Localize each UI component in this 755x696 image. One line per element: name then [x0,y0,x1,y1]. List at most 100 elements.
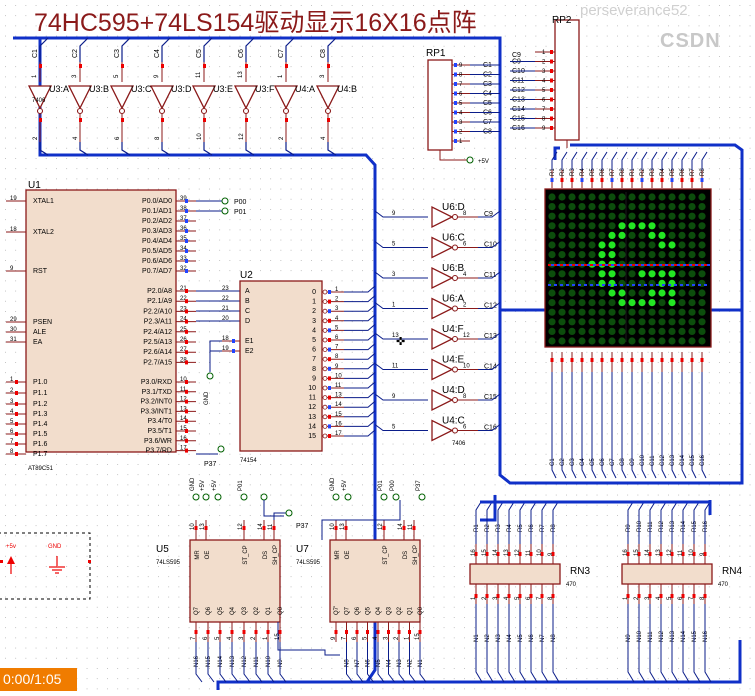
grid-dot [260,178,261,180]
grid-dot [525,351,527,353]
grid-dot [341,45,343,47]
grid-dot [708,107,710,108]
grid-dot [739,249,741,251]
grid-dot [688,443,690,445]
grid-dot [209,219,210,221]
grid-dot [515,260,516,261]
grid-dot [729,107,731,108]
grid-dot [647,372,649,374]
grid-dot [708,382,710,384]
grid-dot [188,76,190,78]
grid-dot [239,209,241,210]
grid-dot [331,270,333,272]
grid-dot [402,35,404,37]
grid-dot [504,372,506,374]
grid-dot [76,25,78,27]
grid-dot [341,290,343,292]
grid-dot [341,341,343,343]
grid-dot [433,158,435,159]
grid-dot [484,688,486,690]
grid-dot [515,617,516,618]
grid-dot [198,239,200,241]
grid-dot [647,127,649,129]
grid-dot [504,515,506,516]
grid-dot [708,637,710,639]
grid-dot [45,96,47,98]
grid-dot [127,668,129,669]
grid-dot [729,35,731,37]
grid-dot [331,25,333,27]
grid-dot [719,402,720,404]
grid-dot [464,147,465,149]
grid-dot [35,76,37,78]
grid-dot [576,464,578,465]
grid-dot [678,647,680,649]
grid-dot [300,117,302,119]
grid-dot [198,168,200,170]
grid-dot [402,535,404,537]
grid-dot [311,576,312,578]
grid-dot [535,688,537,690]
grid-dot [341,627,343,629]
grid-dot [586,56,588,57]
grid-dot [5,423,6,425]
grid-dot [668,678,669,680]
grid-dot [25,147,27,149]
grid-dot [596,464,598,465]
grid-dot [504,535,506,537]
grid-dot [413,117,414,119]
grid-dot [433,25,435,27]
grid-dot [270,535,272,537]
grid-dot [300,107,302,108]
grid-dot [178,657,180,659]
grid-dot [321,596,323,598]
grid-dot [719,5,720,6]
grid-dot [188,596,190,598]
grid-dot [392,35,394,37]
grid-dot [188,96,190,98]
grid-dot [5,25,6,27]
grid-dot [678,127,680,129]
grid-dot [627,96,629,98]
grid-dot [402,178,404,180]
grid-dot [209,35,210,37]
grid-dot [739,535,741,537]
grid-dot [341,147,343,149]
grid-dot [566,372,567,374]
grid-dot [474,260,476,261]
grid-dot [586,45,588,47]
grid-dot [688,494,690,496]
grid-dot [504,555,506,557]
grid-dot [668,647,669,649]
grid-dot [719,586,720,588]
grid-dot [229,484,231,486]
grid-dot [586,515,588,516]
grid-dot [127,515,129,516]
grid-dot [637,351,639,353]
grid-dot [56,535,57,537]
grid-dot [147,688,149,690]
grid-dot [158,158,159,159]
grid-dot [688,15,690,17]
grid-dot [402,331,404,333]
grid-dot [413,168,414,170]
grid-dot [147,545,149,547]
grid-dot [688,402,690,404]
grid-dot [372,56,374,57]
grid-dot [249,494,251,496]
grid-dot [484,229,486,231]
grid-dot [413,260,414,261]
grid-dot [484,158,486,159]
grid-dot [280,249,282,251]
grid-dot [158,127,159,129]
grid-dot [739,515,741,516]
grid-dot [637,117,639,119]
grid-dot [586,576,588,578]
grid-dot [688,45,690,47]
grid-dot [484,35,486,37]
grid-dot [321,219,323,221]
grid-dot [76,484,78,486]
grid-dot [719,545,720,547]
grid-dot [331,668,333,669]
